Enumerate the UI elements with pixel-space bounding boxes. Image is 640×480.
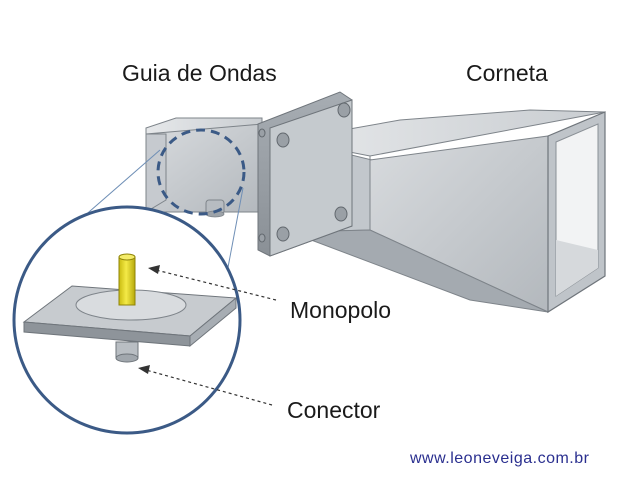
waveguide-label: Guia de Ondas bbox=[122, 60, 277, 86]
flange-screws bbox=[258, 102, 351, 243]
monopole-label: Monopolo bbox=[290, 297, 392, 323]
horn-label: Corneta bbox=[466, 60, 548, 86]
connector-arrow bbox=[138, 365, 273, 406]
connector-label: Conector bbox=[287, 397, 381, 423]
magnified-circle-border bbox=[12, 205, 242, 435]
flange bbox=[257, 91, 353, 257]
monopole-rod bbox=[118, 256, 136, 306]
magnified-view bbox=[12, 205, 242, 435]
callout-dashed-circle bbox=[156, 128, 246, 216]
callout-leader-line-right bbox=[225, 187, 244, 279]
monopole-arrow bbox=[148, 265, 277, 301]
website-credit: www.leoneveiga.com.br bbox=[410, 450, 590, 467]
